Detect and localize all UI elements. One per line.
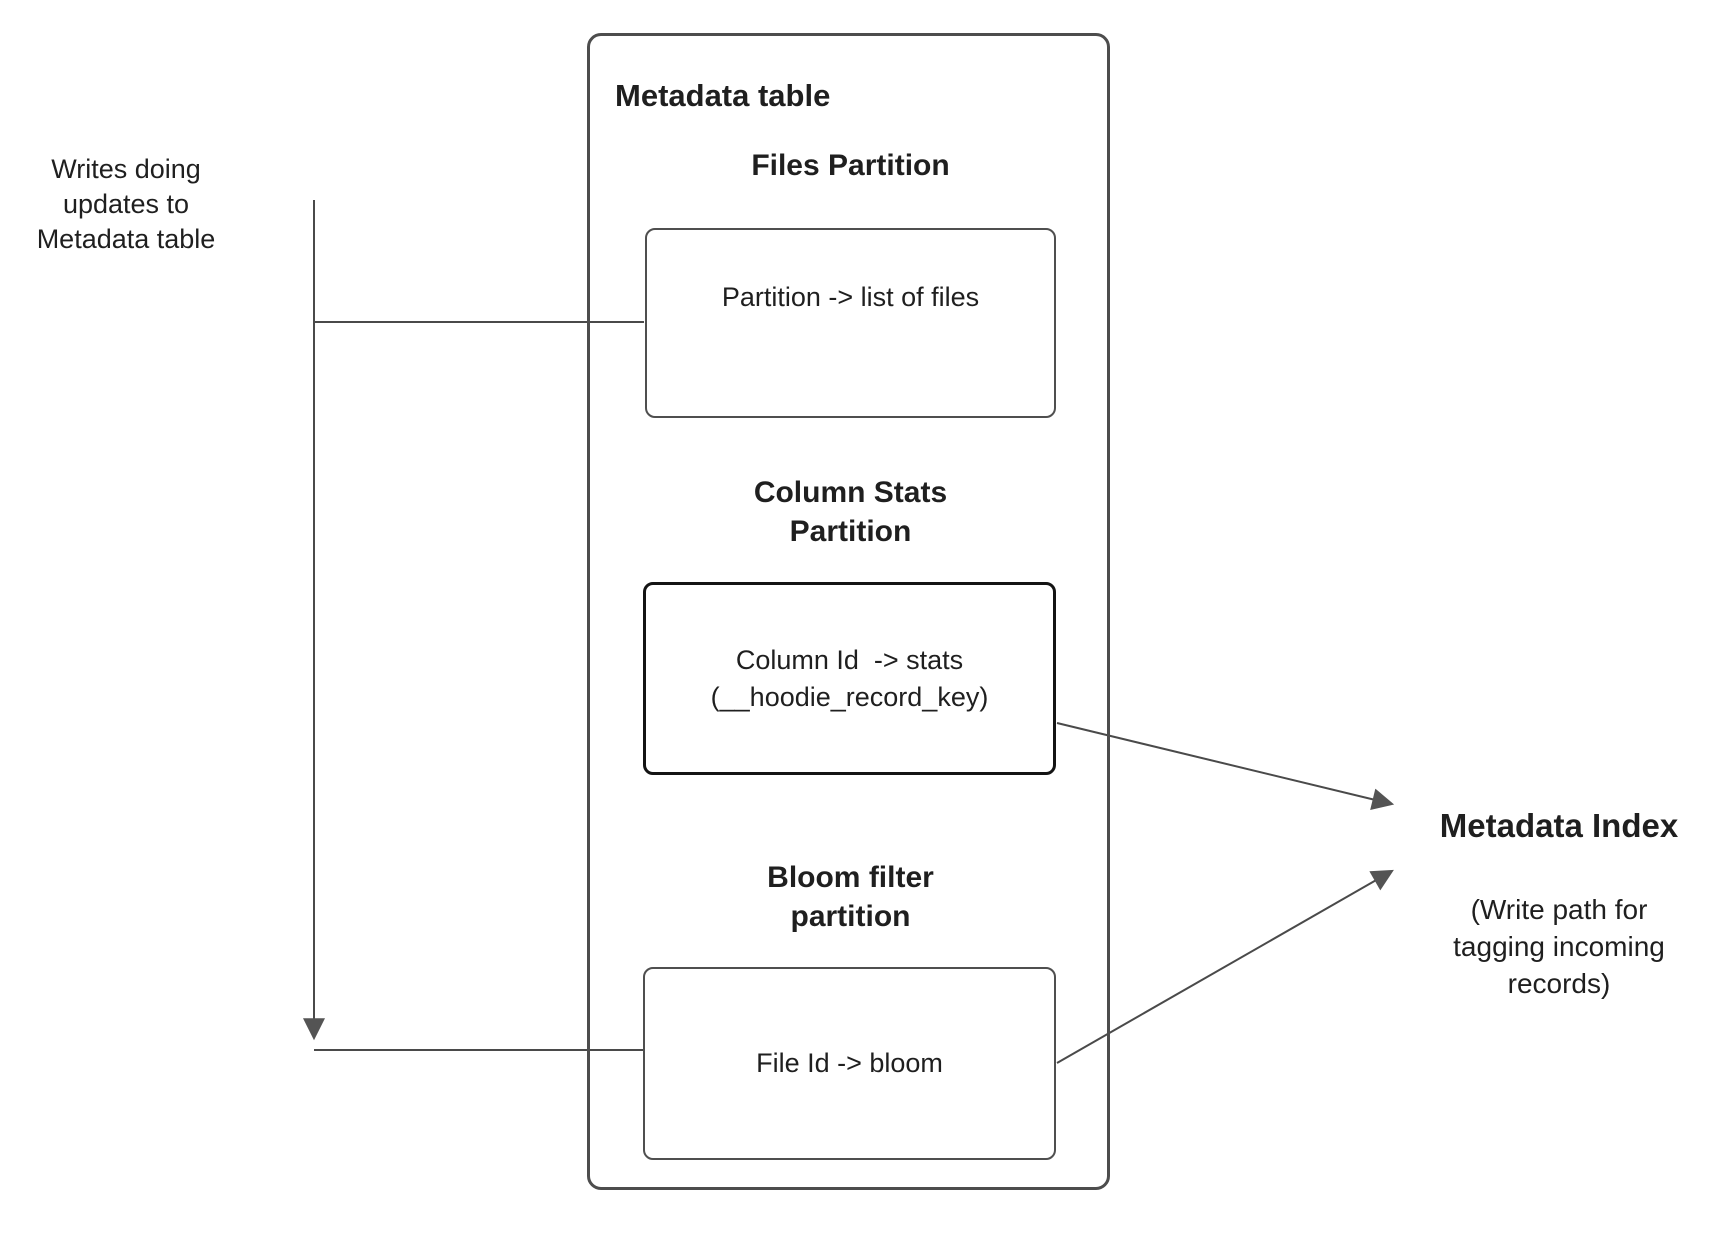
bloom-filter-partition-box: File Id -> bloom — [643, 967, 1056, 1160]
metadata-index-block: Metadata Index (Write path for tagging i… — [1400, 806, 1718, 1002]
files-partition-heading: Files Partition — [751, 149, 950, 182]
column-stats-partition-content: Column Id -> stats (__hoodie_record_key) — [710, 645, 989, 712]
files-partition-box: Partition -> list of files — [645, 228, 1056, 418]
column-stats-partition-box: Column Id -> stats (__hoodie_record_key) — [643, 582, 1056, 775]
metadata-table-container — [587, 33, 1110, 1190]
metadata-index-subtitle: (Write path for tagging incoming records… — [1453, 893, 1665, 999]
metadata-index-title: Metadata Index — [1439, 807, 1679, 844]
metadata-table-title: Metadata table — [615, 78, 831, 113]
writes-updates-label: Writes doing updates to Metadata table — [36, 154, 216, 255]
files-partition-content: Partition -> list of files — [721, 281, 980, 312]
bloom-filter-partition-content: File Id -> bloom — [756, 1048, 943, 1079]
bloom-filter-partition-heading: Bloom filter partition — [767, 861, 934, 933]
column-stats-partition-heading: Column Stats Partition — [753, 476, 948, 548]
